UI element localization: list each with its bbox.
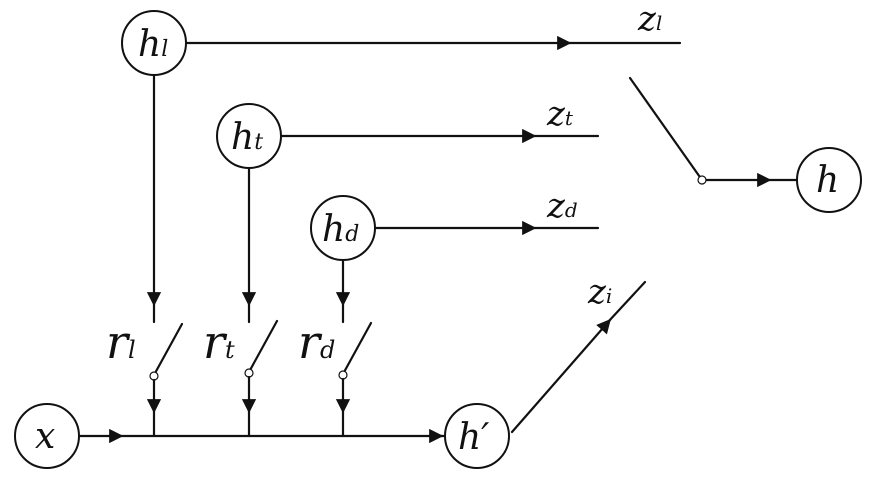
svg-text:x: x: [35, 416, 55, 457]
gate-rt-pivot: [244, 368, 254, 378]
label-rl: rl: [106, 315, 136, 369]
node-hl: hl: [121, 10, 187, 76]
label-zl: zl: [637, 0, 662, 39]
svg-text:ht: ht: [231, 117, 263, 158]
gate-rl-lever: [152, 322, 184, 377]
label-rt: rt: [203, 315, 235, 369]
svg-text:hd: hd: [322, 209, 359, 250]
node-h: h: [796, 147, 862, 213]
node-hprime: h′: [444, 403, 510, 469]
gate-rd-pivot: [338, 370, 348, 380]
node-x: x: [14, 403, 80, 469]
hprime-to-zi-line: [510, 318, 612, 434]
gate-rd-lever: [341, 321, 373, 376]
switch-pivot: [697, 175, 707, 185]
label-zt: zt: [546, 94, 574, 134]
svg-text:h′: h′: [458, 417, 489, 458]
label-rd: rd: [298, 315, 335, 369]
label-zi: zi: [587, 272, 612, 312]
switch-lever: [628, 76, 704, 182]
svg-text:h: h: [816, 160, 839, 201]
gate-rl-pivot: [149, 371, 159, 381]
svg-text:hl: hl: [138, 24, 168, 65]
gate-rt-lever: [247, 319, 279, 374]
node-hd: hd: [310, 195, 376, 261]
hprime-to-zi-tail: [606, 280, 647, 324]
node-ht: ht: [216, 103, 282, 169]
label-zd: zd: [546, 186, 578, 226]
